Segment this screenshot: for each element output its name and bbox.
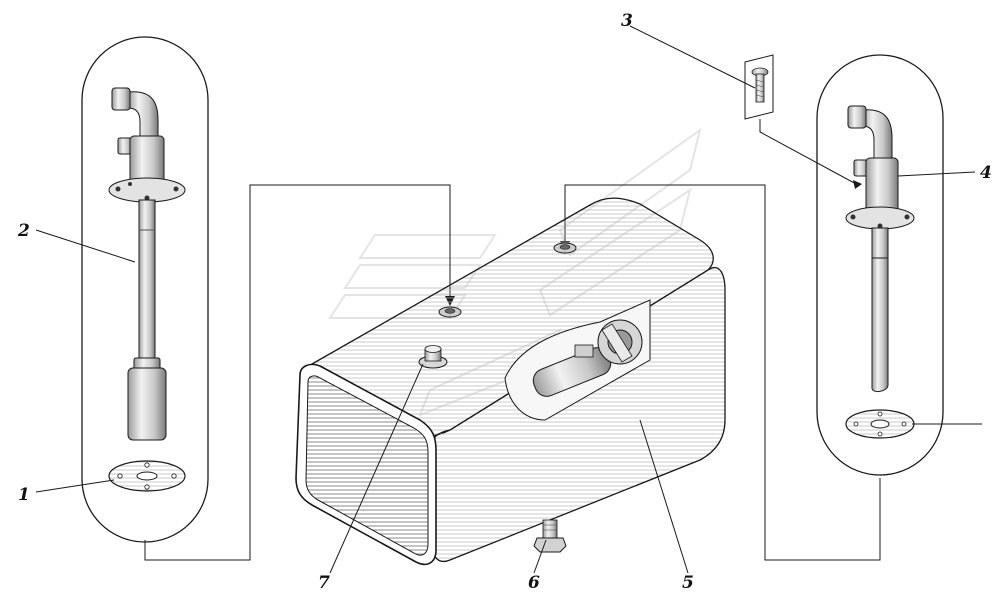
gasket-left — [108, 460, 186, 492]
fuel-intake-pipe-right — [845, 105, 915, 393]
callout-labels: 1 2 3 4 5 6 7 — [17, 11, 992, 593]
filler-cap — [418, 345, 448, 369]
callout-2: 2 — [17, 221, 30, 241]
fuel-pump — [532, 319, 643, 397]
callout-5: 5 — [682, 573, 694, 593]
callout-6: 6 — [528, 573, 540, 593]
gasket-right — [845, 409, 915, 439]
callout-7: 7 — [318, 573, 330, 593]
right-assembly-frame — [816, 54, 944, 476]
leader-lines — [35, 25, 982, 574]
fuel-tank — [295, 197, 726, 566]
callout-4: 4 — [980, 163, 992, 183]
drain-plug — [533, 519, 567, 553]
fuel-level-sender-left — [108, 87, 186, 441]
left-assembly-frame — [81, 36, 209, 543]
callout-1: 1 — [18, 485, 30, 505]
screw-inset — [744, 54, 862, 189]
callout-3: 3 — [621, 11, 633, 31]
